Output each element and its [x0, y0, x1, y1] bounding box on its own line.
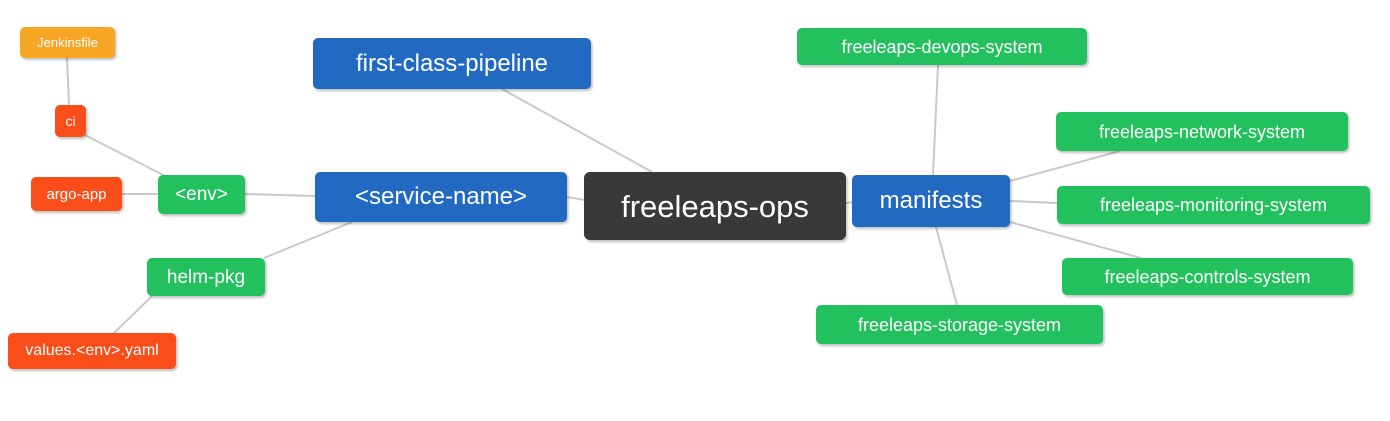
node-helm-pkg[interactable]: helm-pkg [147, 258, 265, 296]
node-freeleaps-storage-system[interactable]: freeleaps-storage-system [816, 305, 1103, 344]
edge-helm-pkg-service-name [263, 221, 353, 259]
node-service-name[interactable]: <service-name> [315, 172, 567, 222]
node-first-class-pipeline[interactable]: first-class-pipeline [313, 38, 591, 89]
edge-values-helm-pkg [113, 295, 153, 334]
edge-ci-env [82, 133, 166, 177]
edge-root-manifests [845, 201, 854, 204]
node-freeleaps-ops-root[interactable]: freeleaps-ops [584, 172, 846, 240]
node-jenkinsfile[interactable]: Jenkinsfile [20, 27, 115, 58]
edge-manifests-storage [935, 226, 958, 306]
node-ci[interactable]: ci [55, 105, 86, 137]
edge-manifests-controls [1009, 221, 1142, 259]
edge-manifests-devops [932, 64, 939, 176]
edge-service-name-root [566, 196, 586, 201]
node-freeleaps-controls-system[interactable]: freeleaps-controls-system [1062, 258, 1353, 295]
node-argo-app[interactable]: argo-app [31, 177, 122, 211]
node-freeleaps-monitoring-system[interactable]: freeleaps-monitoring-system [1057, 186, 1370, 224]
edge-env-service-name [244, 193, 316, 197]
edge-manifests-monitoring [1009, 200, 1058, 204]
node-env[interactable]: <env> [158, 175, 245, 214]
edge-jenkinsfile-ci [66, 57, 70, 106]
edge-manifests-network [1009, 150, 1121, 182]
edge-pipeline-root [501, 88, 653, 173]
node-freeleaps-network-system[interactable]: freeleaps-network-system [1056, 112, 1348, 151]
node-values-env-yaml[interactable]: values.<env>.yaml [8, 333, 176, 369]
node-manifests[interactable]: manifests [852, 175, 1010, 227]
node-freeleaps-devops-system[interactable]: freeleaps-devops-system [797, 28, 1087, 65]
